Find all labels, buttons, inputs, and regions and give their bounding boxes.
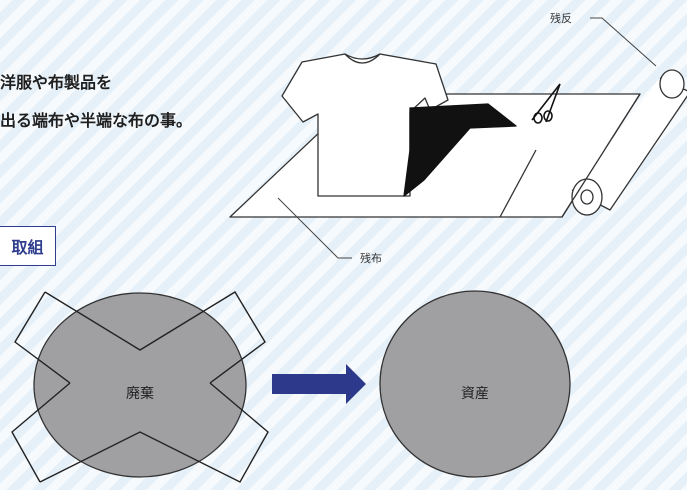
intro-text-line-1: 洋服や布製品を bbox=[0, 73, 113, 92]
intro-text-line-2: 出る端布や半端な布の事。 bbox=[0, 111, 193, 130]
asset-circle bbox=[379, 290, 571, 478]
fabric-roll bbox=[561, 69, 687, 218]
section-label: 取組 bbox=[0, 226, 56, 266]
waste-node: 廃棄 bbox=[11, 291, 269, 483]
scissors-icon bbox=[531, 83, 561, 124]
callout-label-bottom: 残布 bbox=[360, 251, 382, 265]
fabric-panel-divider bbox=[499, 149, 537, 218]
waste-circle bbox=[33, 292, 247, 478]
waste-label: 廃棄 bbox=[126, 385, 154, 402]
fabric-illustration bbox=[229, 53, 687, 218]
tshirt-collar bbox=[344, 53, 381, 64]
callout-label-top: 残反 bbox=[550, 11, 572, 25]
fabric-cut-piece bbox=[403, 103, 517, 197]
callout-line-bottom bbox=[277, 197, 352, 259]
flow-arrow bbox=[272, 364, 366, 404]
cross-out-mark bbox=[11, 291, 269, 483]
callout-line-top bbox=[590, 17, 657, 67]
tshirt-shape bbox=[281, 53, 449, 197]
asset-label: 資産 bbox=[461, 386, 489, 402]
asset-node: 資産 bbox=[379, 290, 571, 478]
